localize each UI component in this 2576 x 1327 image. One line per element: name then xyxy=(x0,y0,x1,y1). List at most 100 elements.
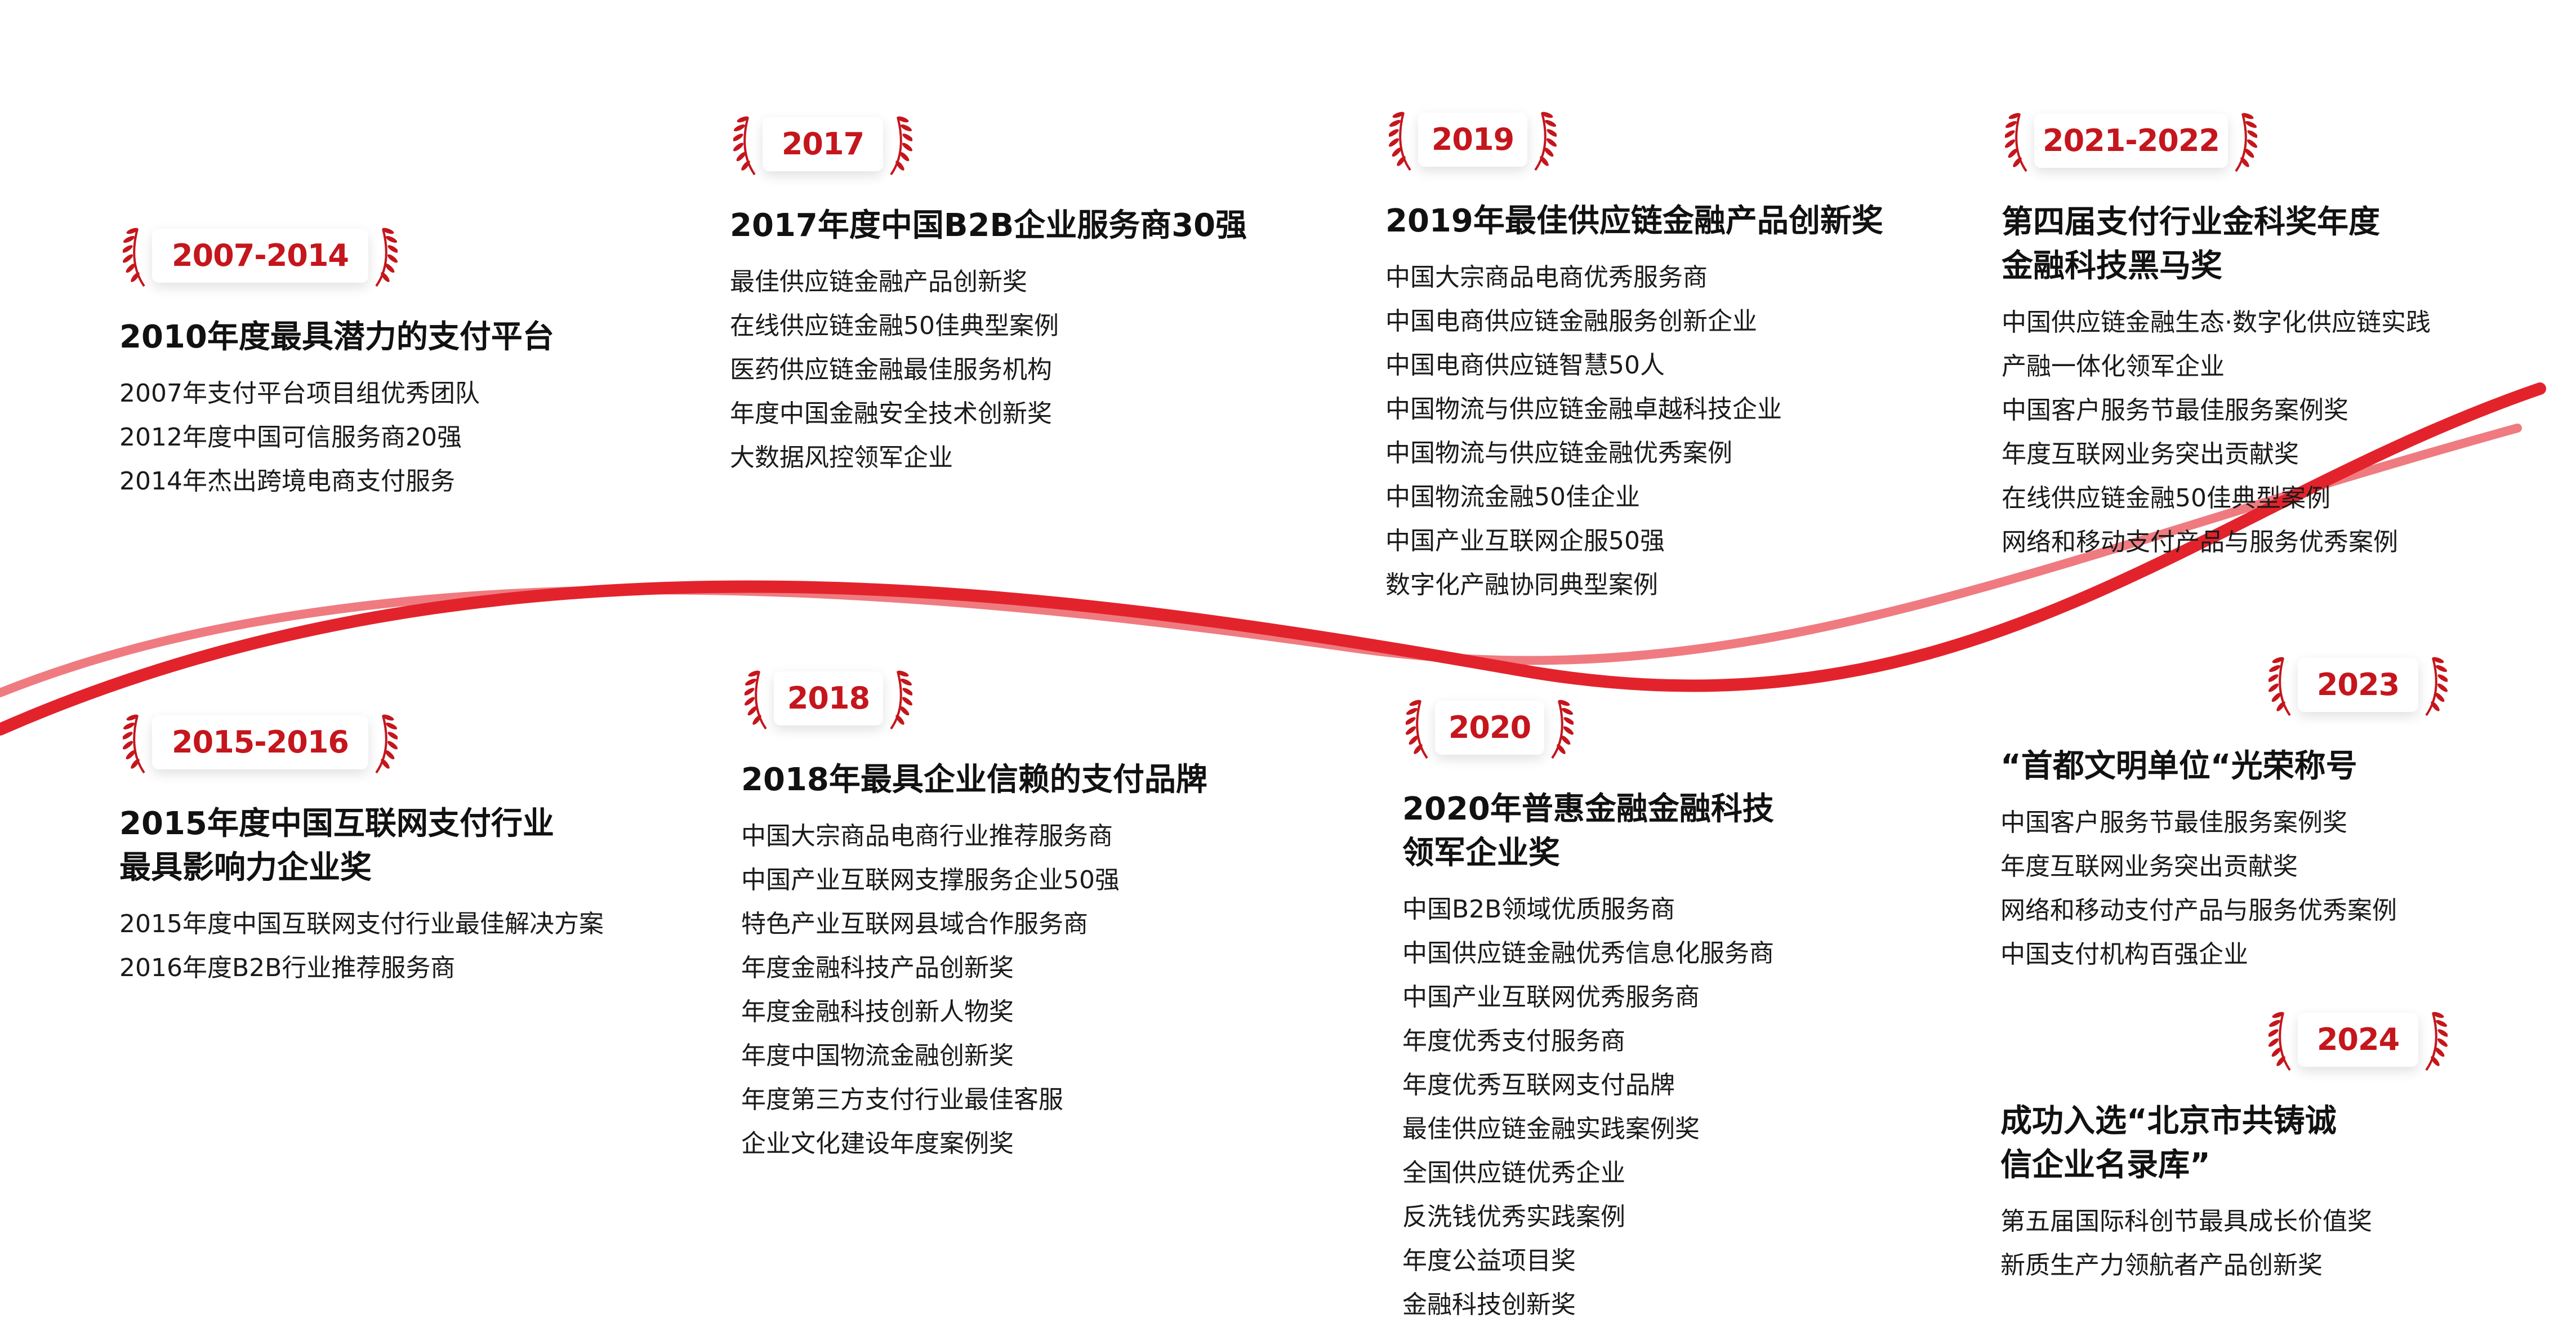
list-item: 在线供应链金融50佳典型案例 xyxy=(2002,484,2330,513)
list-item: 网络和移动支付产品与服务优秀案例 xyxy=(2002,528,2398,556)
list-item: 2012年度中国可信服务商20强 xyxy=(119,423,462,452)
list-item: 年度金融科技产品创新奖 xyxy=(741,954,1014,982)
laurel-left-icon xyxy=(123,228,145,287)
award-title: 第四届支付行业金科奖年度 金融科技黑马奖 xyxy=(2002,204,2380,284)
list-item: 2015年度中国互联网支付行业最佳解决方案 xyxy=(119,910,604,938)
list-item: 大数据风控领军企业 xyxy=(730,443,953,472)
award-title: 2020年普惠金融金融科技 领军企业奖 xyxy=(1402,791,1774,871)
list-item: 2016年度B2B行业推荐服务商 xyxy=(119,954,456,982)
laurel-right-icon xyxy=(890,116,912,176)
list-item: 中国电商供应链智慧50人 xyxy=(1385,351,1665,380)
list-item: 最佳供应链金融产品创新奖 xyxy=(730,268,1027,296)
list-item: 中国B2B领域优质服务商 xyxy=(1402,895,1675,924)
award-list: 中国大宗商品电商优秀服务商 中国电商供应链金融服务创新企业 中国电商供应链智慧5… xyxy=(1385,256,1883,607)
award-title: 2019年最佳供应链金融产品创新奖 xyxy=(1385,203,1883,239)
list-item: 特色产业互联网县域合作服务商 xyxy=(741,910,1088,938)
award-title: 2017年度中国B2B企业服务商30强 xyxy=(730,207,1247,244)
laurel-right-icon xyxy=(375,228,398,287)
award-list: 中国大宗商品电商行业推荐服务商 中国产业互联网支撑服务企业50强 特色产业互联网… xyxy=(741,814,1207,1166)
award-list: 中国客户服务节最佳服务案例奖 年度互联网业务突出贡献奖 网络和移动支付产品与服务… xyxy=(2000,801,2451,977)
award-list: 最佳供应链金融产品创新奖 在线供应链金融50佳典型案例 医药供应链金融最佳服务机… xyxy=(730,260,1247,480)
milestone-2017: 2017 2017年度中国B2B企业服务商30强 最佳供应链金融产品创新奖 在线… xyxy=(730,113,1247,480)
year-badge: 2017 xyxy=(730,113,916,179)
list-item: 年度中国物流金融创新奖 xyxy=(741,1041,1014,1070)
list-item: 最佳供应链金融实践案例奖 xyxy=(1402,1115,1700,1143)
award-title: 成功入选“北京市共铸诚 信企业名录库” xyxy=(2000,1103,2337,1183)
list-item: 数字化产融协同典型案例 xyxy=(1385,571,1658,599)
laurel-right-icon xyxy=(2425,1012,2448,1071)
list-item: 中国客户服务节最佳服务案例奖 xyxy=(2002,396,2348,425)
list-item: 年度互联网业务突出贡献奖 xyxy=(2000,852,2298,881)
year-badge: 2020 xyxy=(1402,696,1577,763)
year-label: 2019 xyxy=(1431,122,1514,157)
list-item: 产融一体化领军企业 xyxy=(2002,352,2225,381)
list-item: 网络和移动支付产品与服务优秀案例 xyxy=(2000,896,2397,925)
year-label: 2017 xyxy=(781,126,864,162)
list-item: 医药供应链金融最佳服务机构 xyxy=(730,355,1052,384)
milestone-2024: 2024 成功入选“北京市共铸诚 信企业名录库” 第五届国际科创节最具成长价值奖… xyxy=(2000,1008,2451,1288)
list-item: 中国供应链金融生态·数字化供应链实践 xyxy=(2002,308,2431,337)
year-badge: 2021-2022 xyxy=(2002,109,2261,176)
laurel-right-icon xyxy=(2425,657,2448,716)
year-label: 2021-2022 xyxy=(2043,123,2220,158)
year-badge: 2019 xyxy=(1385,108,1560,175)
laurel-left-icon xyxy=(1406,700,1428,759)
year-label: 2024 xyxy=(2316,1022,2400,1057)
laurel-right-icon xyxy=(375,714,398,774)
list-item: 中国产业互联网支撑服务企业50强 xyxy=(741,866,1120,894)
laurel-left-icon xyxy=(745,670,767,730)
list-item: 全国供应链优秀企业 xyxy=(1402,1159,1625,1187)
list-item: 中国大宗商品电商优秀服务商 xyxy=(1385,263,1708,292)
laurel-left-icon xyxy=(2269,657,2291,716)
list-item: 中国支付机构百强企业 xyxy=(2000,940,2248,969)
list-item: 中国产业互联网企服50强 xyxy=(1385,527,1665,555)
list-item: 中国供应链金融优秀信息化服务商 xyxy=(1402,939,1774,968)
list-item: 中国大宗商品电商行业推荐服务商 xyxy=(741,822,1113,850)
list-item: 年度优秀互联网支付品牌 xyxy=(1402,1071,1675,1099)
list-item: 2007年支付平台项目组优秀团队 xyxy=(119,379,480,408)
milestone-2021-2022: 2021-2022 第四届支付行业金科奖年度 金融科技黑马奖 中国供应链金融生态… xyxy=(2002,109,2431,564)
year-badge: 2007-2014 xyxy=(119,224,401,291)
list-item: 新质生产力领航者产品创新奖 xyxy=(2000,1251,2323,1280)
list-item: 中国物流与供应链金融优秀案例 xyxy=(1385,439,1732,467)
laurel-right-icon xyxy=(1551,700,1574,759)
milestone-2023: 2023 “首都文明单位“光荣称号 中国客户服务节最佳服务案例奖 年度互联网业务… xyxy=(2000,653,2451,977)
laurel-left-icon xyxy=(733,116,756,176)
award-list: 中国B2B领域优质服务商 中国供应链金融优秀信息化服务商 中国产业互联网优秀服务… xyxy=(1402,888,1774,1327)
list-item: 2014年杰出跨境电商支付服务 xyxy=(119,467,455,496)
milestone-2018: 2018 2018年最具企业信赖的支付品牌 中国大宗商品电商行业推荐服务商 中国… xyxy=(741,667,1207,1166)
year-badge: 2018 xyxy=(741,667,916,733)
list-item: 金融科技创新奖 xyxy=(1402,1290,1576,1319)
milestone-2019: 2019 2019年最佳供应链金融产品创新奖 中国大宗商品电商优秀服务商 中国电… xyxy=(1385,108,1883,607)
year-label: 2018 xyxy=(787,680,870,716)
list-item: 中国电商供应链金融服务创新企业 xyxy=(1385,307,1757,336)
list-item: 年度金融科技创新人物奖 xyxy=(741,998,1014,1026)
award-title: 2015年度中国互联网支付行业 最具影响力企业奖 xyxy=(119,805,554,886)
award-list: 中国供应链金融生态·数字化供应链实践 产融一体化领军企业 中国客户服务节最佳服务… xyxy=(2002,301,2431,564)
list-item: 企业文化建设年度案例奖 xyxy=(741,1129,1014,1158)
year-badge: 2015-2016 xyxy=(119,711,401,777)
laurel-right-icon xyxy=(1534,112,1557,171)
award-list: 2015年度中国互联网支付行业最佳解决方案 2016年度B2B行业推荐服务商 xyxy=(119,902,604,990)
list-item: 中国物流金融50佳企业 xyxy=(1385,483,1640,511)
list-item: 在线供应链金融50佳典型案例 xyxy=(730,311,1059,340)
list-item: 年度第三方支付行业最佳客服 xyxy=(741,1085,1063,1114)
laurel-left-icon xyxy=(2005,113,2027,172)
award-title: 2018年最具企业信赖的支付品牌 xyxy=(741,762,1207,798)
milestone-2015-2016: 2015-2016 2015年度中国互联网支付行业 最具影响力企业奖 2015年… xyxy=(119,711,604,990)
year-label: 2015-2016 xyxy=(172,724,349,760)
year-label: 2023 xyxy=(2316,667,2400,702)
award-list: 第五届国际科创节最具成长价值奖 新质生产力领航者产品创新奖 xyxy=(2000,1200,2451,1288)
laurel-left-icon xyxy=(1389,112,1411,171)
year-badge: 2024 xyxy=(2265,1008,2451,1075)
wave-dark-line xyxy=(0,382,2546,736)
milestone-2020: 2020 2020年普惠金融金融科技 领军企业奖 中国B2B领域优质服务商 中国… xyxy=(1402,696,1774,1327)
list-item: 年度中国金融安全技术创新奖 xyxy=(730,399,1052,428)
laurel-right-icon xyxy=(2235,113,2257,172)
year-label: 2007-2014 xyxy=(172,238,349,273)
list-item: 年度互联网业务突出贡献奖 xyxy=(2002,440,2299,469)
list-item: 年度公益项目奖 xyxy=(1402,1246,1576,1275)
year-label: 2020 xyxy=(1448,710,1531,745)
laurel-left-icon xyxy=(123,714,145,774)
